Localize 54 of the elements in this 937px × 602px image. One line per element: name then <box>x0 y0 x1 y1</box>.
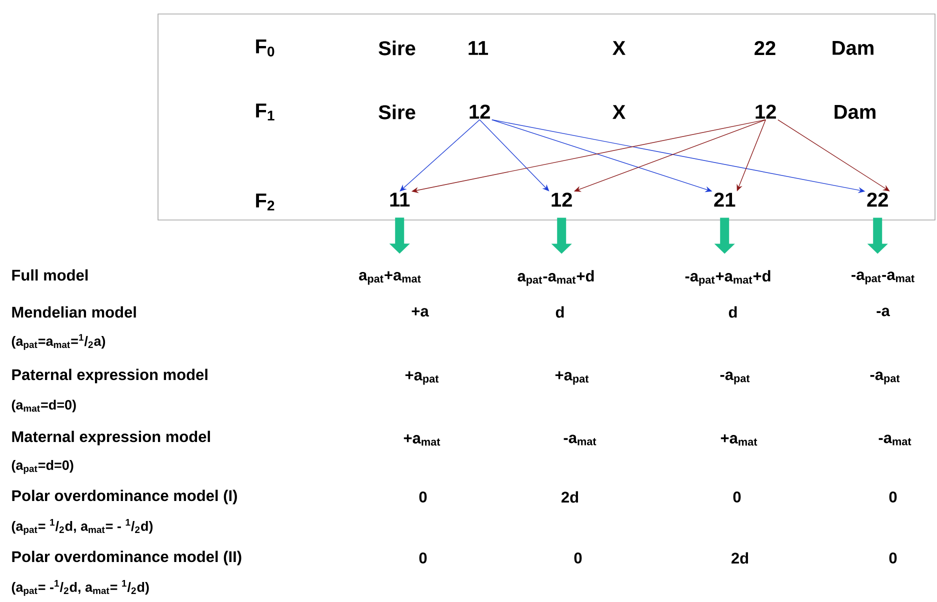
label: Polar overdominance model (II) <box>12 550 242 566</box>
label: 0 <box>889 492 897 502</box>
label: Dam <box>832 41 874 55</box>
label: 22 <box>754 41 776 55</box>
label: -a$_{mat}$ <box>878 434 912 446</box>
arrow <box>778 119 890 192</box>
label: -a$_{pat}$+a$_{mat}$+d <box>685 270 770 286</box>
label: 2d <box>732 552 748 564</box>
label: 0 <box>733 492 741 502</box>
label: 2d <box>562 491 578 503</box>
label: d <box>556 306 564 318</box>
genotype-label: 21 <box>714 192 736 207</box>
label: (a$_{pat}$=a$_{mat}$=$^{1}$/$_{2}$a) <box>12 334 106 350</box>
label: Full model <box>12 269 88 281</box>
label: -a <box>876 308 890 316</box>
genotype-label: 22 <box>867 192 888 207</box>
label: F$_{1}$ <box>256 104 274 120</box>
label: 11 <box>468 41 488 55</box>
label: +a$_{mat}$ <box>404 434 440 446</box>
label: 0 <box>889 552 897 564</box>
genotype-label: 11 <box>390 192 410 206</box>
label: (a$_{mat}$=d=0) <box>12 400 76 412</box>
label: +a$_{pat}$ <box>555 371 589 385</box>
label: F$_{2}$ <box>256 194 274 210</box>
label: X <box>612 41 626 55</box>
label: +a$_{mat}$ <box>720 434 758 446</box>
label: Sire <box>378 40 416 56</box>
label: 0 <box>574 552 582 564</box>
label: 0 <box>419 492 427 502</box>
frame <box>158 14 936 220</box>
label: Paternal expression model <box>12 368 208 384</box>
label: -a$_{pat}$ <box>720 372 750 384</box>
label: 0 <box>419 552 427 564</box>
genotype-label: 12 <box>756 104 776 119</box>
label: Maternal expression model <box>12 430 210 446</box>
label: a$_{pat}$+a$_{mat}$ <box>359 271 421 285</box>
label: Polar overdominance model (I) <box>12 490 237 504</box>
genotype-label: 12 <box>552 192 572 207</box>
label: Dam <box>834 105 876 119</box>
genotype-label: 12 <box>470 104 490 119</box>
label: Sire <box>378 104 416 120</box>
label: a$_{pat}$-a$_{mat}$+d <box>518 270 594 286</box>
label: d <box>728 306 737 318</box>
label: F$_{0}$ <box>256 40 274 56</box>
label: +a <box>412 307 429 317</box>
label: -a$_{mat}$ <box>564 434 596 446</box>
label: (a$_{pat}$=d=0) <box>12 460 74 474</box>
label: -a$_{pat}$-a$_{mat}$ <box>852 272 914 284</box>
label: Mendelian model <box>12 306 136 318</box>
label: X <box>612 105 626 119</box>
label: -a$_{pat}$ <box>870 372 900 384</box>
label: +a$_{pat}$ <box>405 371 439 385</box>
label: (a$_{pat}$= $^{1}$/$_{2}$d, a$_{mat}$= - $^{1}$/$_{2}$d) <box>12 519 153 535</box>
label: (a$_{pat}$= -$^{1}$/$_{2}$d, a$_{mat}$= $^{1}$/$_{2}$d) <box>12 580 149 596</box>
